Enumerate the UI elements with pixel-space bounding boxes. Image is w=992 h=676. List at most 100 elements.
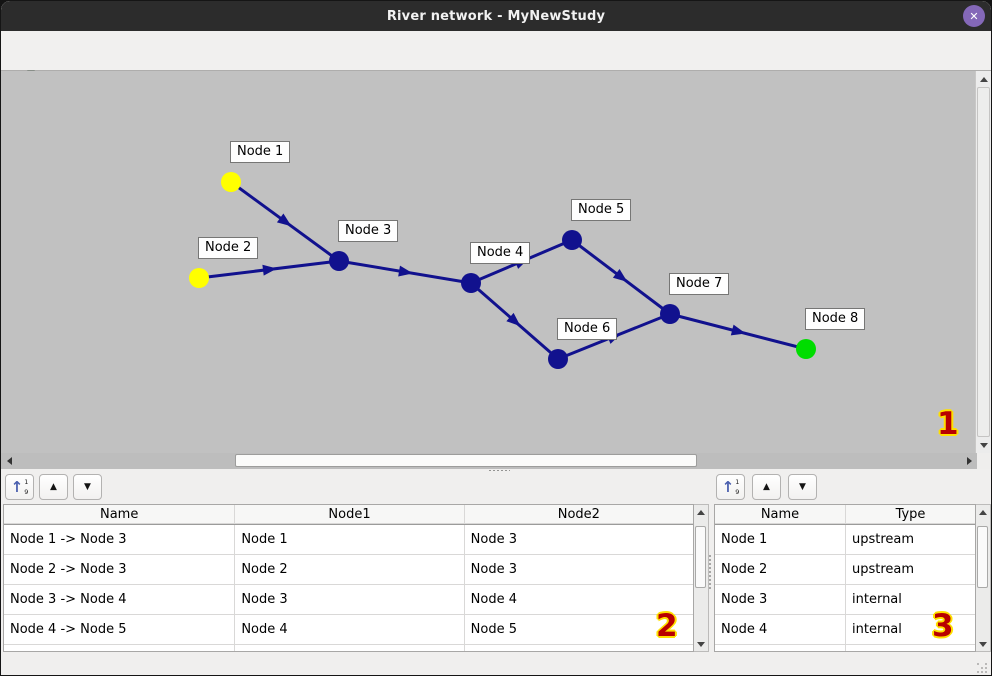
scroll-right-button[interactable] — [961, 453, 977, 469]
up-triangle-icon: ▲ — [50, 481, 57, 492]
graph-node[interactable] — [461, 273, 481, 293]
scrollbar-corner — [977, 453, 991, 469]
scroll-up-button[interactable] — [976, 71, 991, 87]
node-label[interactable]: Node 7 — [669, 273, 730, 295]
edge-arrow-icon — [730, 324, 746, 336]
table-cell[interactable]: Node 3 — [464, 525, 693, 555]
table-cell[interactable]: Node 4 — [235, 615, 465, 645]
table-cell — [464, 645, 693, 651]
edges-move-down-button[interactable]: ▼ — [73, 474, 102, 500]
node-label[interactable]: Node 3 — [338, 220, 399, 242]
status-bar — [1, 654, 991, 675]
scrollbar-thumb[interactable] — [235, 454, 697, 467]
table-row-partial — [715, 645, 975, 651]
table-cell[interactable]: upstream — [846, 525, 975, 555]
splitter-handle-vertical[interactable] — [708, 554, 712, 590]
node-label[interactable]: Node 6 — [557, 318, 618, 340]
up-triangle-icon: ▲ — [763, 481, 770, 492]
window-title: River network - MyNewStudy — [386, 8, 606, 24]
column-header-type[interactable]: Type — [846, 505, 975, 524]
table-cell — [846, 645, 975, 651]
graph-node[interactable] — [660, 304, 680, 324]
table-cell — [235, 645, 465, 651]
table-cell[interactable]: Node 4 — [715, 615, 846, 645]
scroll-up-button[interactable] — [976, 505, 990, 519]
table-cell — [4, 645, 236, 651]
resize-grip[interactable] — [977, 663, 987, 673]
node-label[interactable]: Node 8 — [805, 308, 866, 330]
table-cell[interactable]: Node 1 -> Node 3 — [4, 525, 236, 555]
column-header-node1[interactable]: Node1 — [235, 505, 465, 524]
edge-arrow-icon — [612, 268, 628, 282]
scroll-down-button[interactable] — [694, 637, 708, 651]
nodes-move-up-button[interactable]: ▲ — [752, 474, 781, 500]
table-cell[interactable]: Node 3 — [235, 585, 465, 615]
graph-node[interactable] — [548, 349, 568, 369]
down-triangle-icon: ▼ — [799, 481, 806, 492]
scrollbar-thumb[interactable] — [977, 526, 988, 588]
graph-node[interactable] — [221, 172, 241, 192]
graph-node[interactable] — [189, 268, 209, 288]
graph-node[interactable] — [796, 339, 816, 359]
column-header-node2[interactable]: Node2 — [464, 505, 693, 524]
close-icon: ✕ — [969, 9, 979, 23]
scrollbar-thumb[interactable] — [695, 526, 706, 588]
nodes-move-down-button[interactable]: ▼ — [788, 474, 817, 500]
edges-table-scrollbar[interactable] — [694, 504, 709, 652]
canvas-horizontal-scrollbar[interactable] — [1, 453, 977, 469]
table-cell[interactable]: Node 3 — [715, 585, 846, 615]
scroll-down-button[interactable] — [976, 437, 991, 453]
table-cell[interactable]: Node 4 — [464, 585, 693, 615]
canvas-vertical-scrollbar[interactable] — [975, 71, 991, 453]
scrollbar-thumb[interactable] — [977, 87, 990, 437]
table-cell[interactable]: Node 3 — [464, 555, 693, 585]
river-network-canvas[interactable]: Node 1 Node 2 Node 3 Node 4 Node 5 Node 6 Node… — [1, 71, 977, 453]
table-cell[interactable]: Node 2 — [235, 555, 465, 585]
column-header-name[interactable]: Name — [715, 505, 846, 524]
edge-arrow-icon — [276, 213, 292, 227]
scroll-left-button[interactable] — [1, 453, 17, 469]
edge-arrow-icon — [398, 265, 413, 277]
node-label[interactable]: Node 2 — [198, 237, 259, 259]
main-toolbar — [1, 31, 991, 92]
edge-arrow-icon — [506, 312, 521, 327]
graph-node[interactable] — [562, 230, 582, 250]
table-cell[interactable]: internal — [846, 615, 975, 645]
table-cell[interactable]: Node 1 — [715, 525, 846, 555]
titlebar[interactable]: River network - MyNewStudy ✕ — [1, 1, 991, 31]
node-label[interactable]: Node 4 — [470, 242, 531, 264]
table-cell[interactable]: internal — [846, 585, 975, 615]
table-cell[interactable]: Node 4 -> Node 5 — [4, 615, 236, 645]
column-header-name[interactable]: Name — [4, 505, 236, 524]
down-triangle-icon: ▼ — [84, 481, 91, 492]
table-cell[interactable]: Node 2 -> Node 3 — [4, 555, 236, 585]
node-label[interactable]: Node 5 — [571, 199, 632, 221]
nodes-table-scrollbar[interactable] — [976, 504, 991, 652]
table-row-partial — [4, 645, 693, 651]
scroll-down-button[interactable] — [976, 637, 990, 651]
edge-arrow-icon — [262, 264, 277, 276]
scroll-up-button[interactable] — [694, 505, 708, 519]
node-labels-layer: Node 1 Node 2 Node 3 Node 4 Node 5 Node 6 Node… — [1, 71, 977, 453]
splitter-handle-horizontal[interactable] — [488, 469, 510, 472]
edges-move-up-button[interactable]: ▲ — [39, 474, 68, 500]
table-cell — [715, 645, 846, 651]
node-label[interactable]: Node 1 — [230, 141, 291, 163]
table-cell[interactable]: Node 3 -> Node 4 — [4, 585, 236, 615]
table-cell[interactable]: upstream — [846, 555, 975, 585]
table-cell[interactable]: Node 1 — [235, 525, 465, 555]
graph-node[interactable] — [329, 251, 349, 271]
table-cell[interactable]: Node 5 — [464, 615, 693, 645]
table-cell[interactable]: Node 2 — [715, 555, 846, 585]
close-button[interactable]: ✕ — [963, 5, 985, 27]
